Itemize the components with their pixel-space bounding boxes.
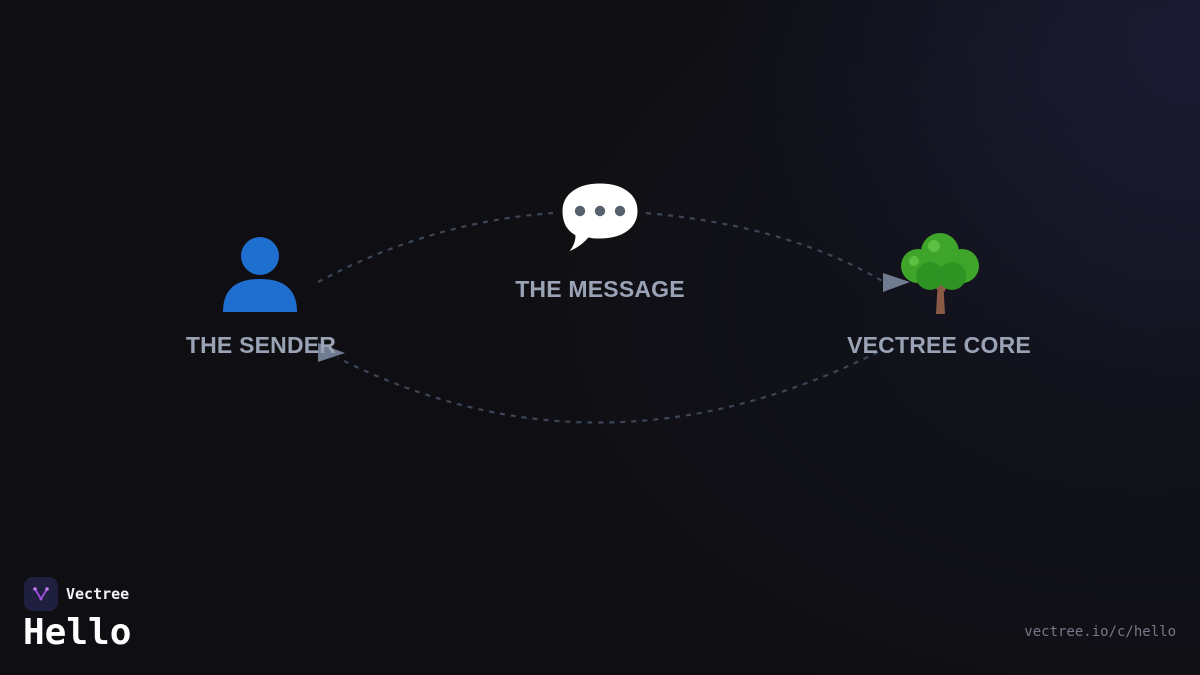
person-silhouette-icon: [210, 232, 310, 314]
page-title: Hello: [23, 612, 132, 653]
edge-message-to-core: [645, 211, 885, 283]
brand-name: Vectree: [66, 585, 130, 603]
tree-icon: [894, 230, 986, 316]
speech-bubble-icon: [556, 176, 644, 258]
vectree-logo-icon: [24, 577, 58, 611]
message-label: THE MESSAGE: [515, 276, 685, 302]
brand: Vectree: [24, 577, 129, 611]
core-label: VECTREE CORE: [847, 332, 1031, 358]
arrowhead-to-core: [883, 273, 910, 292]
edge-sender-to-message: [317, 211, 554, 283]
sender-label: THE SENDER: [185, 332, 337, 358]
arrowhead-to-sender: [318, 343, 345, 362]
edge-core-to-sender: [337, 351, 879, 424]
page-url: vectree.io/c/hello: [1024, 624, 1176, 640]
